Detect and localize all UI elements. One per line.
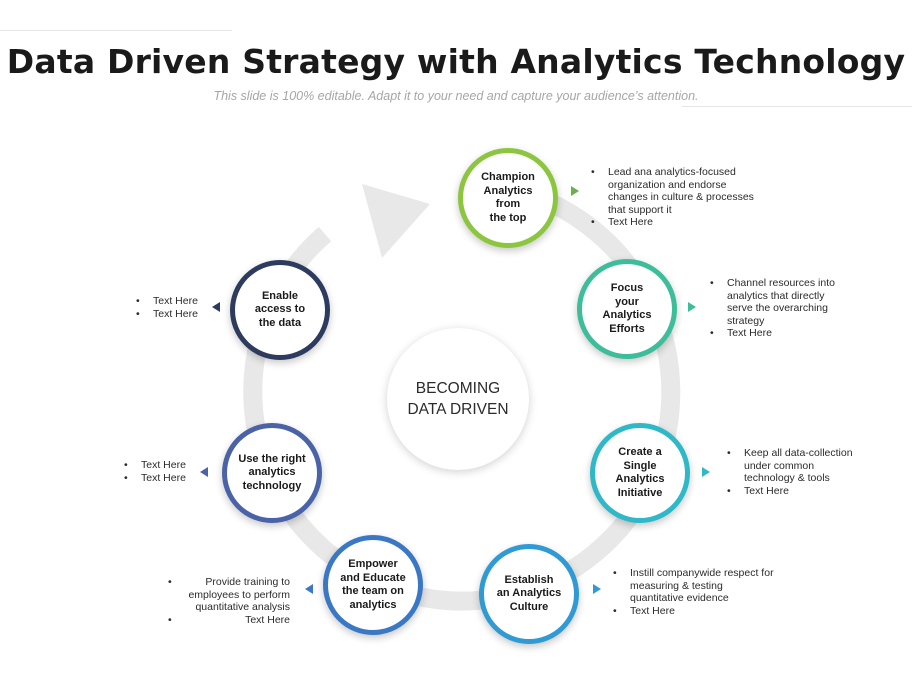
cycle-arrow-head: [362, 184, 430, 258]
arrow-left-icon: [200, 467, 208, 477]
stage-champion-analytics: Champion Analytics from the top: [458, 148, 558, 248]
note-item: Text Here: [613, 605, 778, 618]
note-item: Channel resources into analytics that di…: [710, 277, 850, 327]
stage-notes-focus: Channel resources into analytics that di…: [710, 277, 850, 340]
arrow-right-icon: [702, 467, 710, 477]
note-item: Text Here: [727, 485, 857, 498]
note-item: Text Here: [168, 614, 290, 627]
arrow-right-icon: [593, 584, 601, 594]
stage-analytics-culture: Establish an Analytics Culture: [479, 544, 579, 644]
center-hub: BECOMING DATA DRIVEN: [387, 328, 529, 470]
stage-label: Enable access to the data: [254, 289, 306, 329]
note-item: Provide training to employees to perform…: [168, 576, 290, 614]
note-item: Text Here: [136, 308, 216, 321]
stage-empower-educate: Empower and Educate the team on analytic…: [323, 535, 423, 635]
stage-notes-culture: Instill companywide respect for measurin…: [613, 567, 778, 617]
stage-label: Create a Single Analytics Initiative: [615, 446, 665, 499]
stage-single-initiative: Create a Single Analytics Initiative: [590, 423, 690, 523]
stage-label: Focus your Analytics Efforts: [602, 282, 652, 335]
note-item: Text Here: [124, 472, 204, 485]
stage-label: Establish an Analytics Culture: [496, 573, 562, 613]
subtitle-right-divider: [682, 106, 912, 107]
stage-notes-champion: Lead ana analytics-focused organization …: [591, 166, 761, 229]
stage-notes-technology: Text Here Text Here: [124, 459, 204, 484]
stage-label: Empower and Educate the team on analytic…: [340, 558, 406, 611]
page-title: Data Driven Strategy with Analytics Tech…: [6, 42, 906, 81]
note-item: Lead ana analytics-focused organization …: [591, 166, 761, 216]
note-item: Keep all data-collection under common te…: [727, 447, 857, 485]
arrow-right-icon: [688, 302, 696, 312]
note-item: Text Here: [591, 216, 761, 229]
arrow-left-icon: [305, 584, 313, 594]
note-item: Text Here: [124, 459, 204, 472]
stage-label: Champion Analytics from the top: [481, 171, 535, 224]
arrow-left-icon: [212, 302, 220, 312]
stage-focus-efforts: Focus your Analytics Efforts: [577, 259, 677, 359]
stage-notes-data-access: Text Here Text Here: [136, 295, 216, 320]
stage-right-technology: Use the right analytics technology: [222, 423, 322, 523]
note-item: Text Here: [710, 327, 850, 340]
stage-label: Use the right analytics technology: [238, 452, 306, 492]
arrow-right-icon: [571, 186, 579, 196]
center-label: BECOMING DATA DRIVEN: [407, 380, 509, 418]
page-subtitle: This slide is 100% editable. Adapt it to…: [213, 89, 699, 103]
stage-enable-data-access: Enable access to the data: [230, 260, 330, 360]
note-item: Instill companywide respect for measurin…: [613, 567, 778, 605]
stage-notes-initiative: Keep all data-collection under common te…: [727, 447, 857, 497]
note-item: Text Here: [136, 295, 216, 308]
top-left-divider: [0, 30, 232, 31]
stage-notes-empower: Provide training to employees to perform…: [168, 576, 290, 626]
